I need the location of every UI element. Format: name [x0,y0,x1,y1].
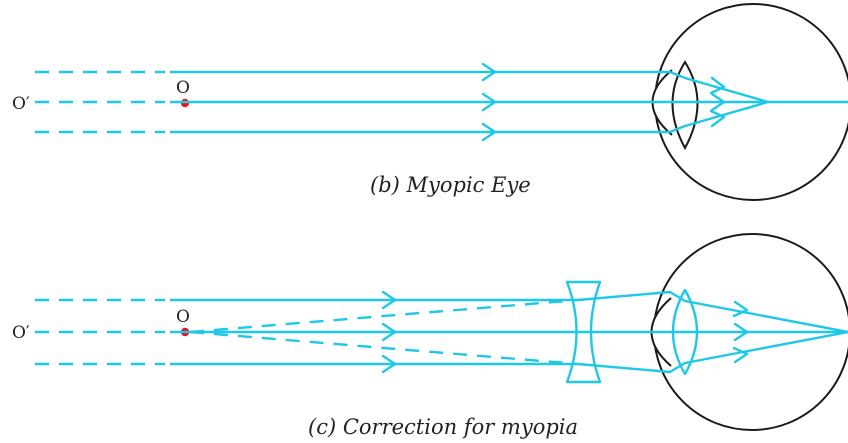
ray-top-refracted [669,70,769,104]
ray-bottom-refracted [577,330,848,374]
arrowhead [481,62,497,82]
eye-lens [671,288,699,376]
object-label: O [176,307,190,327]
arrowhead [732,346,749,364]
ray-bottom-refracted [669,100,769,134]
arrowhead [381,322,397,342]
eye-lens [671,60,699,151]
rays [170,62,848,142]
arrowhead [733,322,749,342]
arrowhead [709,76,726,95]
arrowhead [481,92,497,112]
arrowhead [709,109,726,128]
caption-myopic-eye: (b) Myopic Eye [370,173,531,197]
panel-correction: O′ O [12,233,848,439]
arrowhead [732,300,749,318]
ray-top-refracted [577,290,848,334]
concave-lens [565,280,602,384]
virtual-ray-extensions [189,298,579,366]
far-point-label: O′ [12,323,30,343]
arrowhead [481,122,497,142]
far-point-label: O′ [12,94,30,114]
arrowhead [381,354,397,374]
panel-myopic-eye: O′ O (b) Myopic Eye [12,3,848,201]
arrowhead [381,290,397,310]
caption-correction: (c) Correction for myopia [308,415,578,439]
object-label: O [176,78,190,98]
arrowhead [710,92,726,112]
dashed-ray-lines [35,70,165,134]
rays [170,290,848,374]
dashed-ray-lines [35,298,165,366]
